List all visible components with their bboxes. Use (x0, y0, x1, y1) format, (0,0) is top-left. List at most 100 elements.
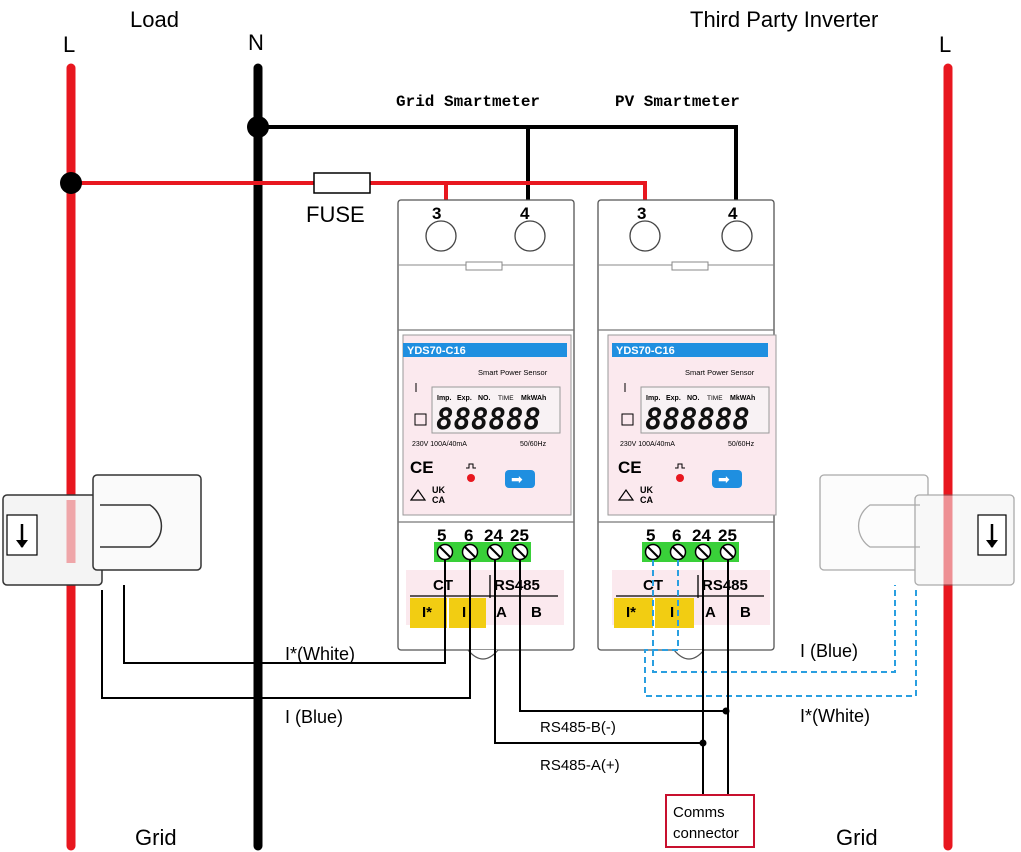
grid-right-label: Grid (836, 825, 878, 850)
rs485-a-junction (699, 739, 707, 747)
lcd-display (431, 386, 561, 434)
meter-subtitle: Smart Power Sensor (478, 368, 548, 377)
lcd-indicator: TIME (707, 395, 723, 402)
ukca-mark: CA (432, 495, 445, 505)
terminal-screws (436, 543, 529, 561)
terminal-block (642, 542, 739, 562)
ukca-mark: UK (640, 485, 653, 495)
pv-smartmeter: 3 4 YDS70-C16 Smart Power Sensor Imp. Ex… (597, 199, 777, 660)
pv-ct-white-wire (644, 560, 917, 697)
lcd-indicator: MkWAh (730, 395, 755, 402)
comms-label-line2: connector (673, 825, 739, 842)
terminal-5: 5 (646, 526, 655, 545)
terminal-3: 3 (432, 204, 441, 223)
terminal-screw (425, 220, 457, 252)
i-blue-right-label: I (Blue) (800, 641, 858, 661)
lcd-display (640, 386, 770, 434)
terminal-block (434, 542, 531, 562)
ct-pin-i: I (462, 604, 466, 621)
i-blue-left-label: I (Blue) (285, 707, 343, 727)
neutral-label: N (248, 30, 264, 55)
rs485-a-label: RS485-A(+) (540, 757, 620, 774)
rs485-label: RS485 (702, 577, 748, 594)
lcd-indicator: Exp. (457, 395, 472, 402)
neutral-junction (247, 116, 269, 138)
live-junction (60, 172, 82, 194)
cert-logo-icon (409, 488, 427, 501)
fuse-label: FUSE (306, 202, 365, 227)
lcd-indicator: MkWAh (521, 395, 546, 402)
page-button[interactable] (712, 470, 742, 488)
lcd-indicator: Imp. (437, 395, 451, 402)
grid-smartmeter: 3 4 YDS70-C16 Smart Power Sensor Imp. Ex… (397, 199, 575, 660)
comms-connector (665, 794, 755, 848)
ukca-mark: UK (432, 485, 445, 495)
terminal-6: 6 (464, 526, 473, 545)
pulse-led (467, 474, 475, 482)
rs485-b-label: RS485-B(-) (540, 719, 616, 736)
terminal-5: 5 (437, 526, 446, 545)
rs485-label: RS485 (494, 577, 540, 594)
ct-pin-i-star: I* (626, 604, 636, 621)
cert-logo-icon (617, 488, 635, 501)
lcd-indicator: NO. (687, 395, 700, 402)
model-name: YDS70-C16 (407, 345, 466, 357)
rs485-pin-b: B (531, 604, 542, 621)
lcd-indicator: Imp. (646, 395, 660, 402)
rs485-pin-b: B (740, 604, 751, 621)
ct-blue-wire (101, 560, 471, 699)
right-line-label: L (939, 32, 951, 57)
terminal-screw (514, 220, 546, 252)
din-clip (673, 649, 705, 660)
page-button[interactable] (505, 470, 535, 488)
rs485-b-junction (722, 707, 730, 715)
fuse (313, 172, 371, 194)
rating-right: 50/60Hz (728, 441, 755, 448)
rs485-a-wire (494, 560, 701, 744)
load-label: Load (130, 7, 179, 32)
terminal-screw (721, 220, 753, 252)
pulse-led (676, 474, 684, 482)
i-star-white-right-label: I*(White) (800, 706, 870, 726)
third-party-inverter-label: Third Party Inverter (690, 7, 878, 32)
rs485-pin-a: A (705, 604, 716, 621)
rating-left: 230V 100A/40mA (620, 441, 675, 448)
ct-pin-i: I (670, 604, 674, 621)
terminal-25: 25 (718, 526, 737, 545)
rating-right: 50/60Hz (520, 441, 547, 448)
pv-smartmeter-label: PV Smartmeter (615, 93, 740, 111)
terminal-screw (629, 220, 661, 252)
grid-smartmeter-label: Grid Smartmeter (396, 93, 540, 111)
ct-pin-i-star: I* (422, 604, 432, 621)
pulse-icon (466, 463, 476, 469)
model-banner (403, 343, 567, 357)
ce-mark: CE (618, 458, 642, 477)
i-star-white-left-label: I*(White) (285, 644, 355, 664)
arrow-right-icon: ➡ (718, 472, 730, 488)
meter-subtitle: Smart Power Sensor (685, 368, 755, 377)
model-banner (612, 343, 768, 357)
terminal-24: 24 (484, 526, 503, 545)
ukca-mark: CA (640, 495, 653, 505)
left-line-label: L (63, 32, 75, 57)
arrow-right-icon: ➡ (511, 472, 523, 488)
rs485-b-wire (519, 560, 724, 712)
model-name: YDS70-C16 (616, 345, 675, 357)
terminal-3: 3 (637, 204, 646, 223)
terminal-6: 6 (672, 526, 681, 545)
ct-white-wire (123, 560, 446, 664)
neutral-to-pv-meter-wire (258, 125, 738, 210)
meter-icon (621, 413, 634, 426)
terminal-24: 24 (692, 526, 711, 545)
terminal-4: 4 (520, 204, 530, 223)
terminal-4: 4 (728, 204, 738, 223)
comms-label-line1: Comms (673, 804, 725, 821)
lcd-digits: 888888 (436, 402, 541, 436)
ct-label: CT (433, 577, 453, 594)
lcd-digits: 888888 (645, 402, 750, 436)
meter-icon (414, 413, 427, 426)
terminal-25: 25 (510, 526, 529, 545)
rs485-pin-a: A (496, 604, 507, 621)
rating-left: 230V 100A/40mA (412, 441, 467, 448)
